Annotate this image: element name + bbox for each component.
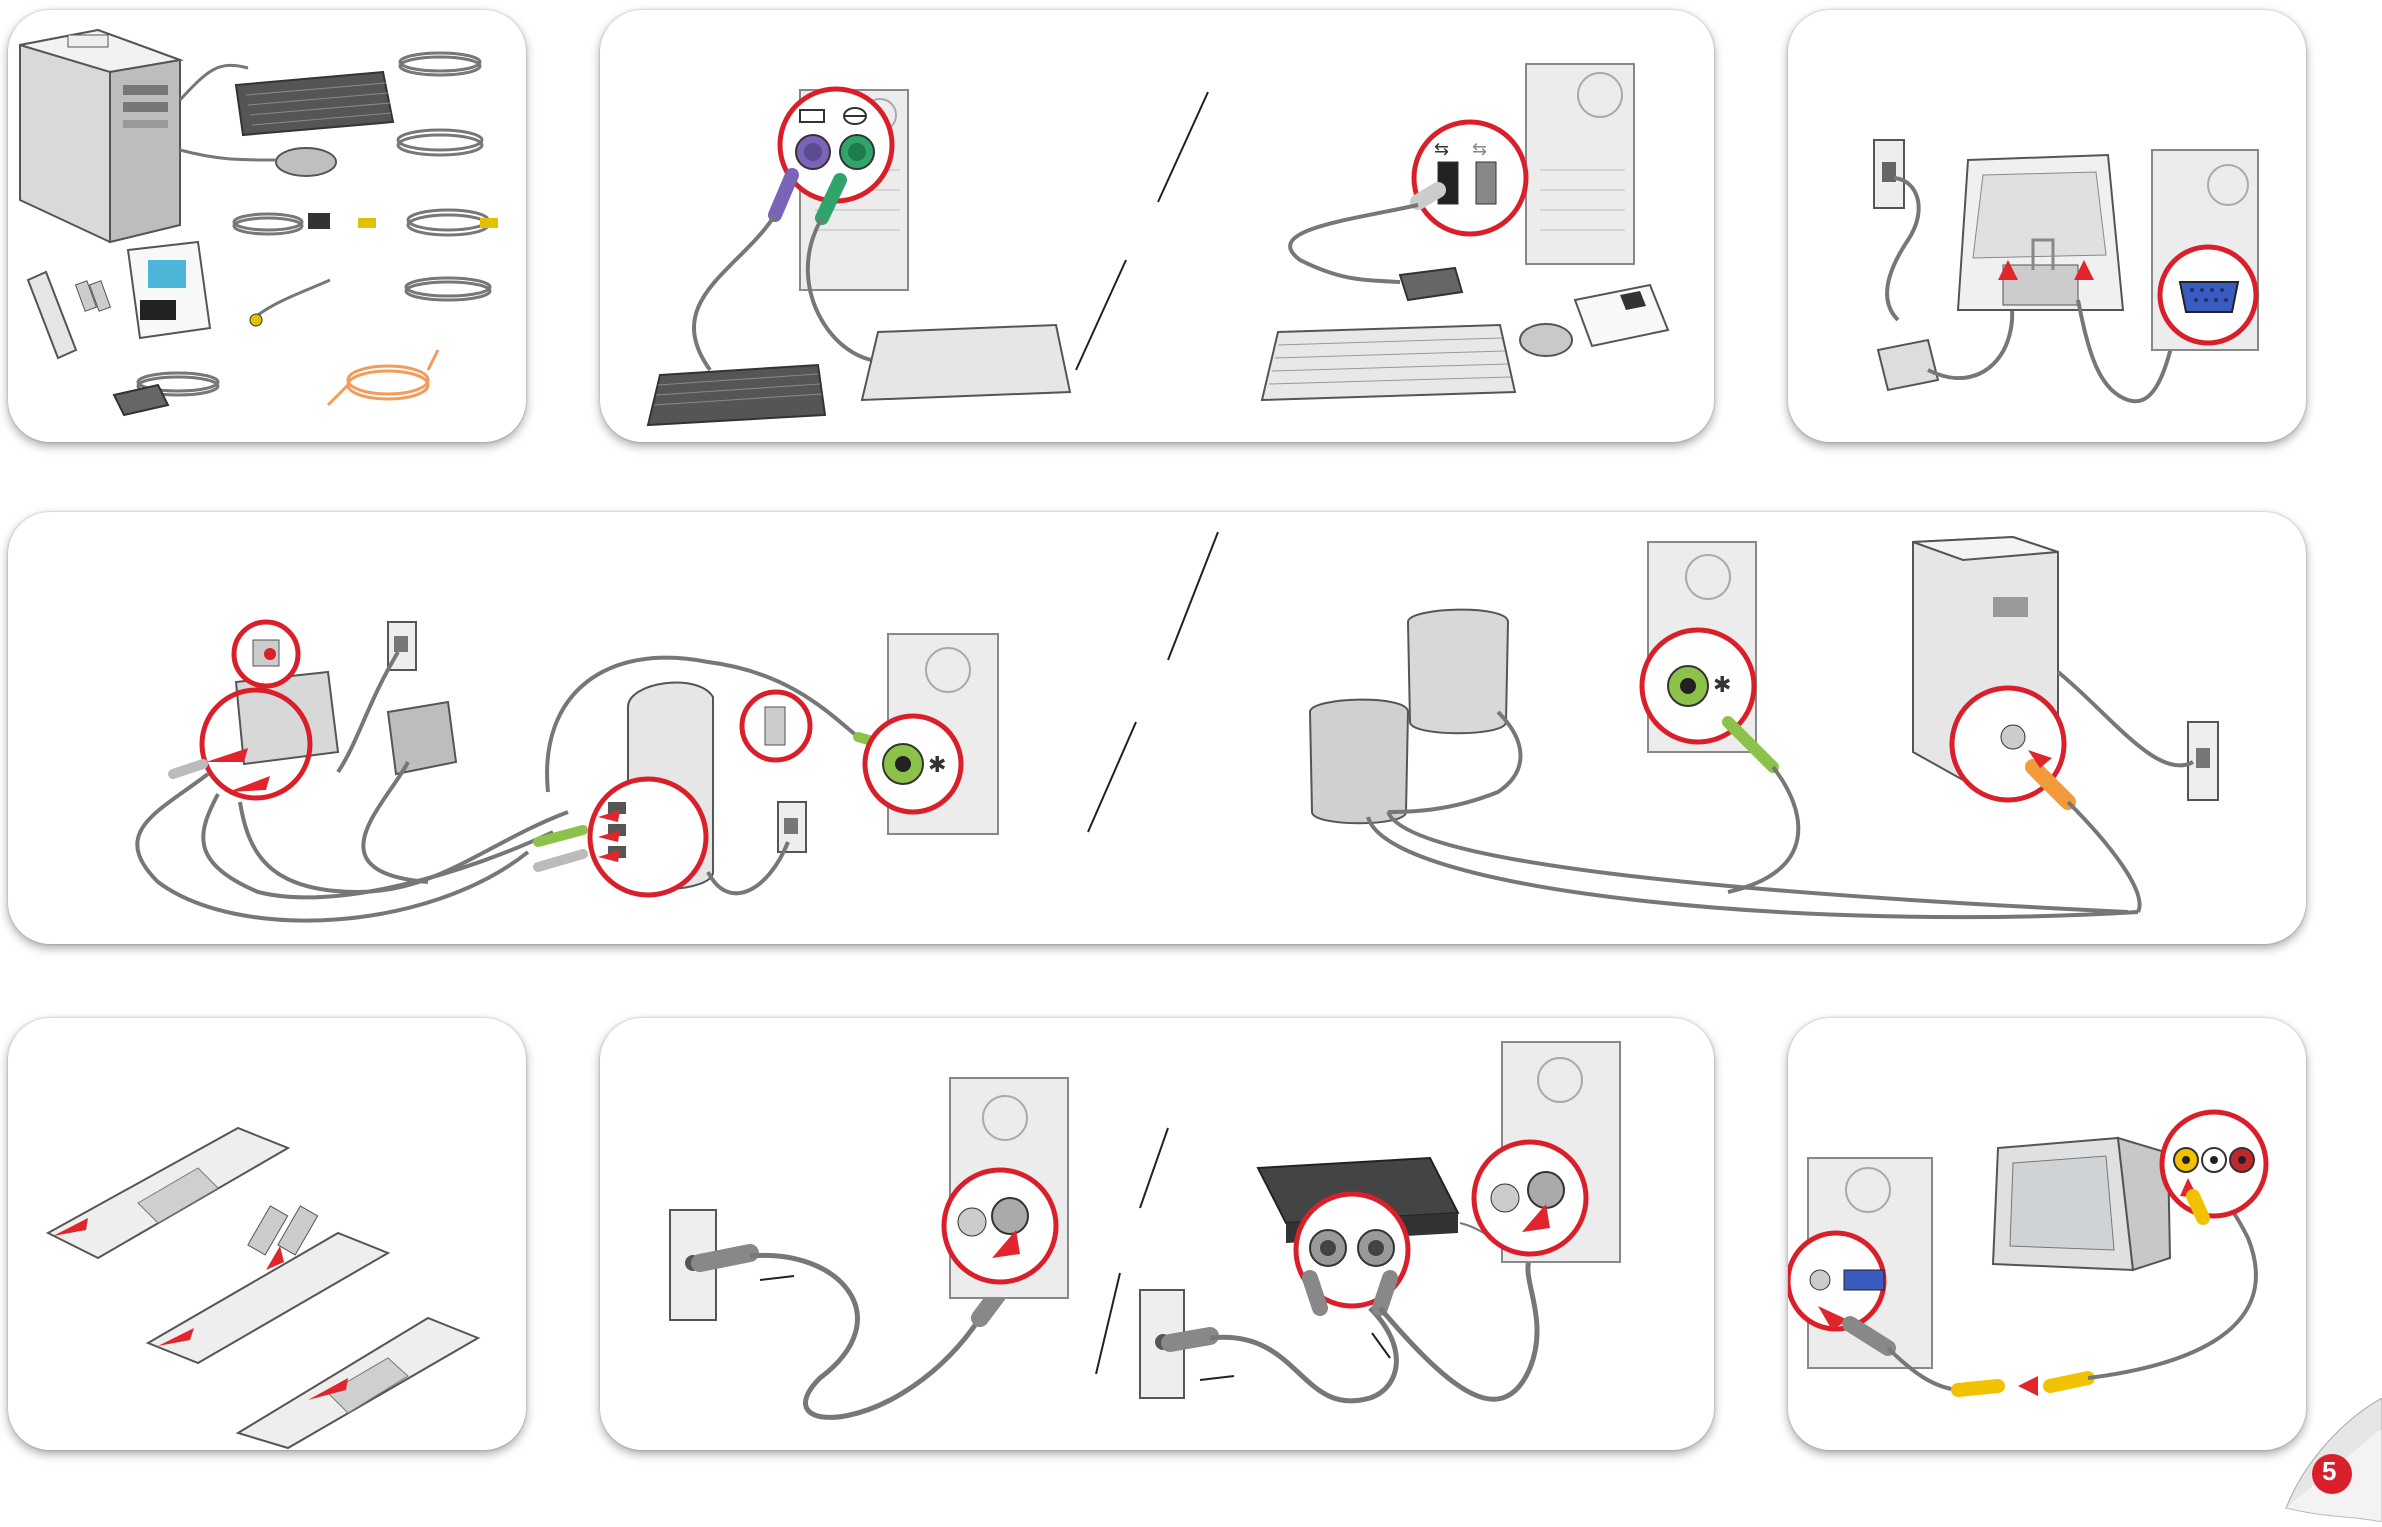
divider-line [1096, 1273, 1120, 1374]
tv-in-callout [944, 1170, 1056, 1282]
fm-antenna-icon [328, 350, 438, 405]
computer-tower-icon [20, 30, 180, 242]
wall-outlet-icon [778, 802, 806, 852]
vga-callout [2160, 247, 2256, 343]
coax-port [992, 1198, 1028, 1234]
wall-outlet-icon [2188, 722, 2218, 800]
panel-remote-batteries [8, 1018, 526, 1450]
divider-line [1076, 260, 1126, 370]
audio-out-callout: ✱ [865, 716, 961, 812]
panel-monitor [1788, 10, 2306, 442]
television-icon [1993, 1138, 2170, 1270]
power-switch-callout [742, 692, 810, 760]
divider-line [1140, 1128, 1168, 1208]
speaker-volume-callout [234, 622, 298, 686]
wall-outlet-icon [1874, 140, 1904, 208]
audio-out-icon: ✱ [1713, 672, 1731, 697]
panel-keyboard-mouse: ⇆ ⇆ [600, 10, 1714, 442]
page-corner: 5 [2266, 1398, 2382, 1522]
panel-speakers: ✱ ✱ [8, 512, 2306, 944]
panel-tv-signal [600, 1018, 1714, 1450]
panel-unpack [8, 10, 526, 442]
computer-rear-icon [1526, 64, 1634, 264]
manual-icon [1575, 285, 1668, 346]
divider-line [1168, 532, 1218, 660]
arrow-icon [2018, 1376, 2038, 1396]
arrow-icon [228, 776, 270, 792]
usb-hub-icon [114, 385, 168, 415]
remote-control-icon [238, 1318, 478, 1448]
usb-symbol-icon: ⇆ [1434, 139, 1449, 159]
tv-jacks-callout [2162, 1112, 2266, 1216]
keyboard-icon [648, 365, 825, 425]
panel-tv-out [1788, 1018, 2306, 1450]
page-number: 5 [2322, 1456, 2336, 1487]
remote-control-icon [28, 272, 110, 358]
vga-port [2180, 282, 2238, 312]
keyboard-icon [1262, 325, 1515, 400]
audio-out-icon: ✱ [928, 752, 946, 777]
coax-port [1528, 1172, 1564, 1208]
manual-icon [128, 242, 210, 338]
vga-port [1844, 1270, 1884, 1290]
speaker-icon [1310, 610, 1508, 824]
mouse-icon [1520, 324, 1572, 356]
usb-callout: ⇆ ⇆ [1414, 122, 1526, 234]
divider-line [1158, 92, 1208, 202]
usb-symbol-icon: ⇆ [1472, 139, 1487, 159]
keyboard-icon [862, 325, 1070, 400]
divider-line [1088, 722, 1136, 832]
power-adapter-icon [1878, 340, 1938, 390]
monitor-rear-icon [1958, 155, 2123, 310]
tv-in-callout [1474, 1142, 1586, 1254]
mouse-icon [276, 148, 336, 176]
keyboard-icon [236, 72, 393, 135]
usb-hub-icon [1400, 268, 1462, 300]
